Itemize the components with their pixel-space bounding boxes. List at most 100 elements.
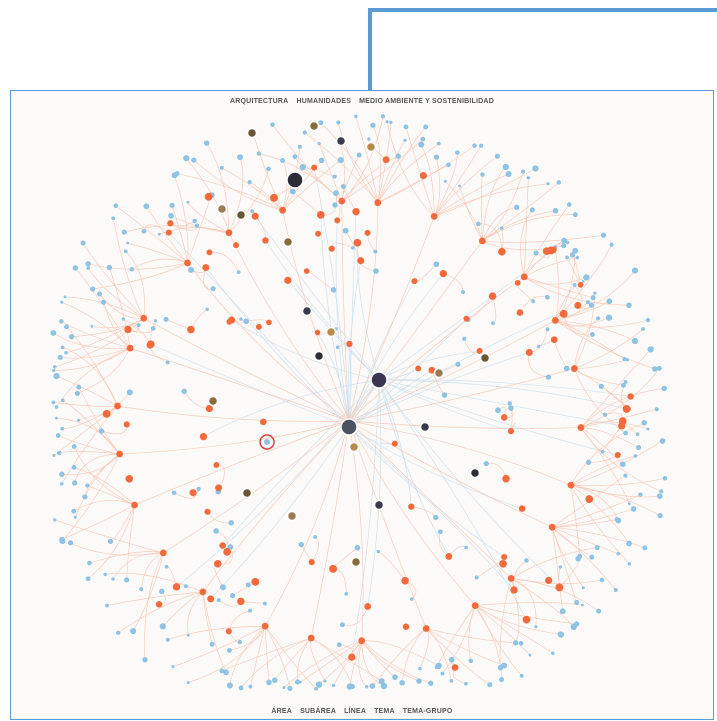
- branch-node[interactable]: [116, 450, 124, 458]
- leaf-node[interactable]: [369, 683, 376, 689]
- leaf-node[interactable]: [68, 334, 75, 340]
- leaf-node[interactable]: [64, 350, 68, 355]
- leaf-node[interactable]: [54, 416, 58, 420]
- leaf-node[interactable]: [186, 633, 190, 637]
- leaf-node[interactable]: [613, 587, 618, 593]
- leaf-node[interactable]: [111, 216, 116, 221]
- leaf-node[interactable]: [76, 384, 82, 390]
- branch-node[interactable]: [551, 317, 559, 324]
- branch-node[interactable]: [266, 319, 272, 326]
- leaf-node[interactable]: [349, 683, 355, 690]
- selected-node[interactable]: [259, 434, 275, 450]
- leaf-node[interactable]: [609, 242, 614, 247]
- leaf-node[interactable]: [239, 317, 243, 321]
- leaf-node[interactable]: [54, 405, 59, 409]
- leaf-node[interactable]: [203, 140, 210, 146]
- branch-node[interactable]: [415, 365, 422, 372]
- branch-node[interactable]: [498, 247, 506, 256]
- leaf-node[interactable]: [105, 603, 109, 608]
- leaf-node[interactable]: [72, 265, 79, 271]
- branch-node[interactable]: [225, 229, 233, 237]
- leaf-node[interactable]: [616, 552, 620, 556]
- nav-linea[interactable]: LÍNEA: [344, 708, 367, 715]
- leaf-node[interactable]: [313, 535, 317, 539]
- leaf-node[interactable]: [633, 454, 638, 458]
- branch-node[interactable]: [315, 230, 322, 237]
- leaf-node[interactable]: [130, 627, 137, 635]
- leaf-node[interactable]: [596, 608, 602, 614]
- branch-node[interactable]: [501, 553, 508, 561]
- leaf-node[interactable]: [236, 270, 241, 274]
- leaf-node[interactable]: [622, 357, 627, 362]
- leaf-node[interactable]: [652, 366, 658, 372]
- branch-node[interactable]: [364, 229, 371, 236]
- leaf-node[interactable]: [544, 294, 550, 300]
- branch-node[interactable]: [516, 309, 524, 316]
- leaf-node[interactable]: [336, 642, 342, 648]
- leaf-node[interactable]: [557, 631, 565, 638]
- leaf-node[interactable]: [188, 266, 195, 273]
- branch-node[interactable]: [382, 156, 390, 164]
- leaf-node[interactable]: [219, 668, 225, 674]
- branch-node[interactable]: [307, 634, 315, 642]
- leaf-node[interactable]: [501, 662, 508, 669]
- leaf-node[interactable]: [446, 162, 451, 168]
- thumbnail-node[interactable]: [469, 467, 481, 479]
- leaf-node[interactable]: [458, 184, 461, 188]
- leaf-node[interactable]: [219, 165, 224, 170]
- leaf-node[interactable]: [266, 166, 271, 172]
- leaf-node[interactable]: [524, 558, 529, 563]
- leaf-node[interactable]: [97, 291, 103, 297]
- leaf-node[interactable]: [52, 368, 56, 373]
- branch-node[interactable]: [251, 577, 260, 586]
- leaf-node[interactable]: [561, 237, 567, 244]
- leaf-node[interactable]: [654, 407, 659, 412]
- branch-node[interactable]: [167, 220, 174, 227]
- leaf-node[interactable]: [121, 229, 127, 235]
- leaf-node[interactable]: [248, 608, 253, 613]
- leaf-node[interactable]: [50, 329, 57, 336]
- leaf-node[interactable]: [237, 639, 243, 645]
- leaf-node[interactable]: [223, 669, 229, 676]
- branch-node[interactable]: [463, 315, 470, 322]
- branch-node[interactable]: [204, 508, 211, 515]
- leaf-node[interactable]: [532, 165, 539, 172]
- leaf-node[interactable]: [61, 398, 65, 403]
- branch-node[interactable]: [401, 576, 409, 585]
- leaf-node[interactable]: [164, 564, 169, 569]
- branch-node[interactable]: [261, 622, 269, 630]
- branch-node[interactable]: [199, 588, 207, 596]
- leaf-node[interactable]: [594, 545, 600, 551]
- branch-node[interactable]: [507, 428, 515, 435]
- leaf-node[interactable]: [602, 412, 608, 417]
- leaf-node[interactable]: [572, 282, 577, 287]
- branch-node[interactable]: [545, 576, 553, 585]
- leaf-node[interactable]: [335, 345, 340, 349]
- leaf-node[interactable]: [472, 143, 477, 148]
- thumbnail-node[interactable]: [479, 352, 491, 364]
- branch-node[interactable]: [199, 433, 208, 441]
- leaf-node[interactable]: [163, 316, 169, 322]
- branch-node[interactable]: [225, 628, 232, 635]
- leaf-node[interactable]: [169, 202, 175, 209]
- leaf-node[interactable]: [318, 157, 325, 164]
- branch-node[interactable]: [213, 462, 220, 468]
- leaf-node[interactable]: [565, 255, 569, 260]
- leaf-node[interactable]: [585, 300, 590, 305]
- leaf-node[interactable]: [495, 407, 501, 414]
- leaf-node[interactable]: [298, 541, 304, 548]
- leaf-node[interactable]: [507, 401, 512, 406]
- branch-node[interactable]: [439, 270, 447, 278]
- leaf-node[interactable]: [441, 392, 448, 398]
- nav-medio-ambiente[interactable]: MEDIO AMBIENTE Y SOSTENIBILIDAD: [359, 98, 494, 105]
- leaf-node[interactable]: [455, 150, 460, 155]
- leaf-node[interactable]: [403, 138, 407, 142]
- leaf-node[interactable]: [546, 182, 550, 186]
- leaf-node[interactable]: [641, 327, 645, 331]
- leaf-node[interactable]: [292, 154, 298, 160]
- leaf-node[interactable]: [483, 460, 489, 467]
- leaf-node[interactable]: [330, 287, 337, 293]
- nav-area[interactable]: ÁREA: [271, 708, 293, 715]
- leaf-node[interactable]: [529, 207, 535, 213]
- leaf-node[interactable]: [626, 540, 632, 547]
